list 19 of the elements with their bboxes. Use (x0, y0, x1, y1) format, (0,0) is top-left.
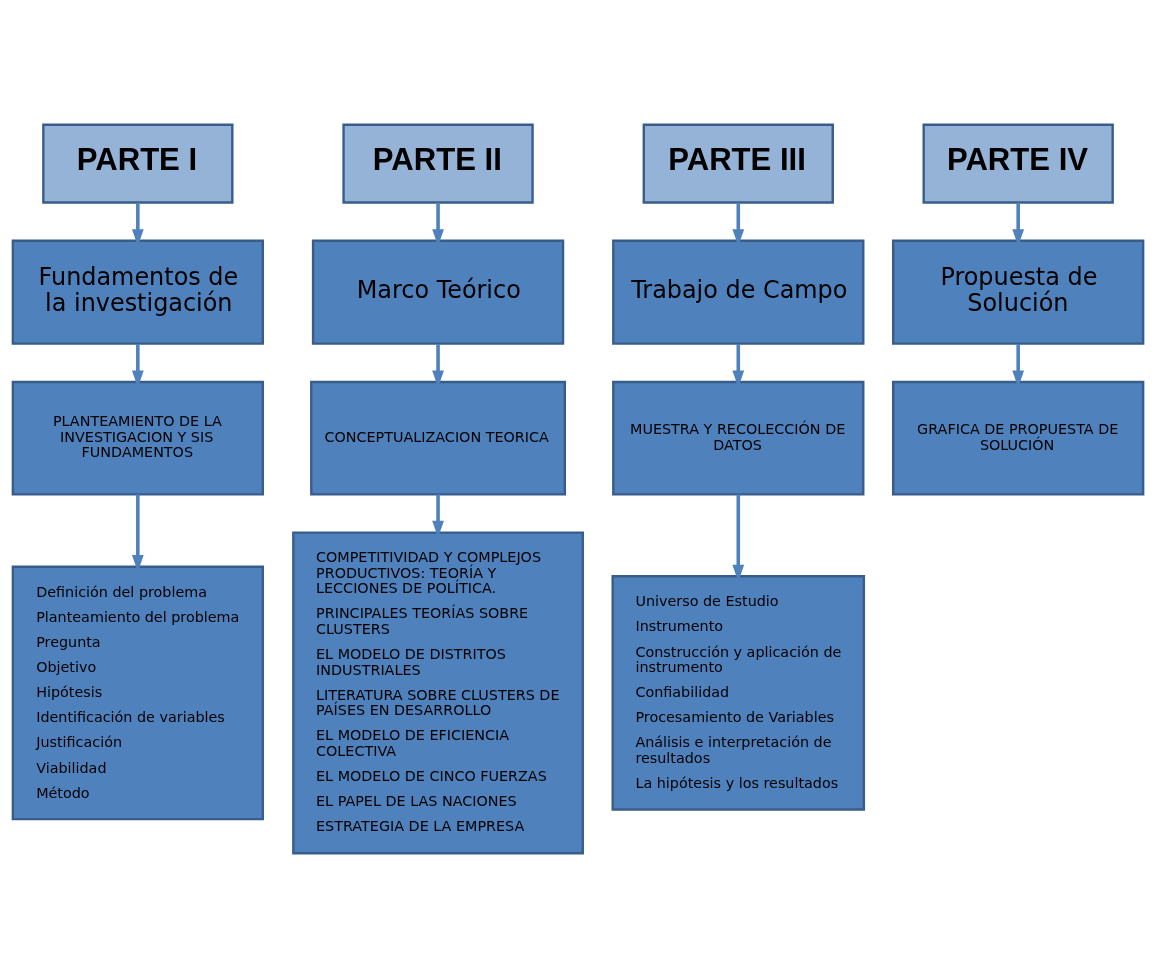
node-box: COMPETITIVIDAD Y COMPLEJOS PRODUCTIVOS: TEORÍA Y LECCIONES DE POLÍTICA. PRINCIPALES TEORÍAS SOBRE CLUSTERS EL MODELO DE DISTRITOS INDUSTRIALES LITERATURA SOBRE CLUSTERS DE PAÍSES EN DESARROLLO EL MODELO DE EFICIENCIA COLECTIVA EL MODELO DE CINCO FUERZAS EL PAPEL DE LAS NACIONES ESTRATEGIA DE LA EMPRESA (292, 530, 584, 854)
node-box: MUESTRA Y RECOLECCIÓN DE DATOS (612, 380, 865, 496)
node-box: PARTE IV (922, 123, 1114, 204)
node-box: Propuesta de Solución (892, 239, 1145, 345)
node-box: GRAFICA DE PROPUESTA DE SOLUCIÓN (892, 380, 1145, 496)
node-box: Trabajo de Campo (612, 239, 865, 345)
arrow (732, 343, 745, 387)
node-box: Universo de Estudio Instrumento Construcción y aplicación de instrumento Confiabilidad Procesamiento de Variables Análisis e interpretación de resultados La hipótesis y los resultados (611, 574, 866, 811)
node-box: PARTE I (42, 123, 234, 204)
node-box: CONCEPTUALIZACION TEORICA (310, 380, 567, 496)
arrow (131, 343, 144, 387)
node-box: Fundamentos de la investigación (11, 239, 264, 345)
arrow (1012, 343, 1025, 387)
node-box: PARTE II (342, 123, 534, 204)
node-box: Marco Teórico (311, 239, 565, 345)
node-box: PARTE III (642, 123, 834, 204)
arrow (432, 343, 444, 387)
node-box: Definición del problema Planteamiento del problema Pregunta Objetivo Hipótesis Identificación de variables Justificación Viabilidad Método (11, 565, 264, 820)
node-box: PLANTEAMIENTO DE LA INVESTIGACION Y SIS FUNDAMENTOS (11, 380, 264, 496)
